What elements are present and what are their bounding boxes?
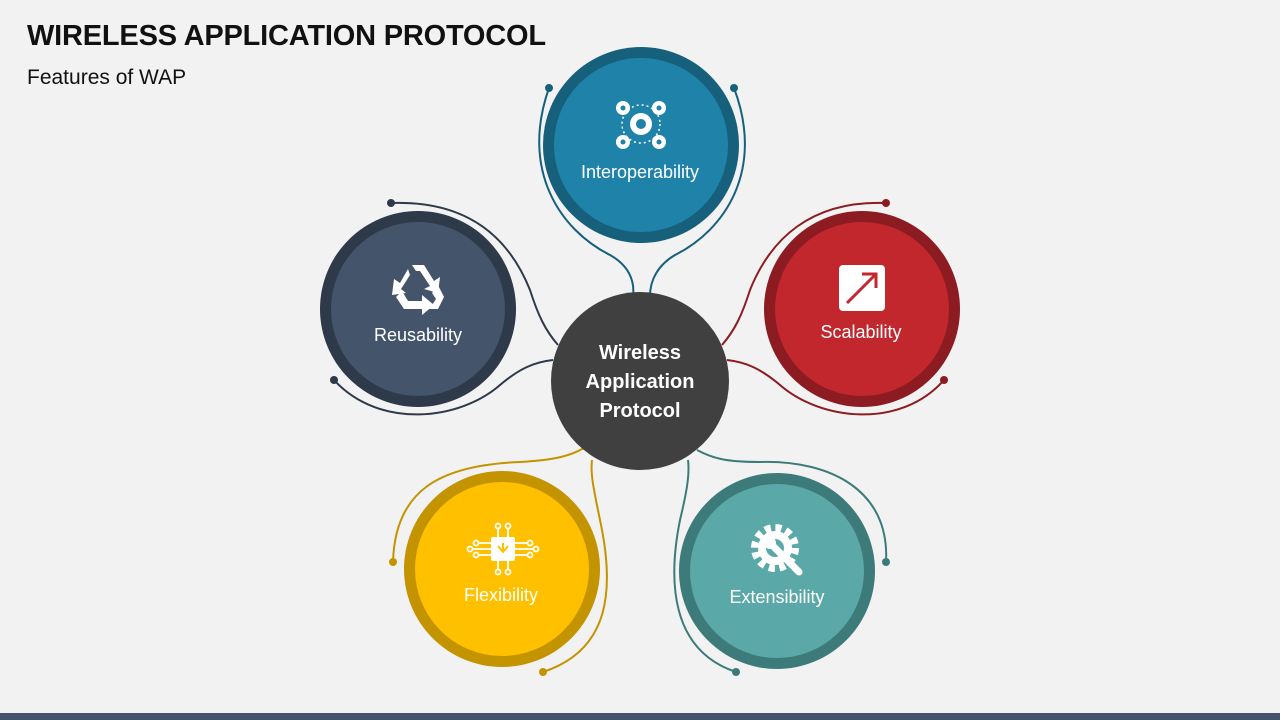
page-title: WIRELESS APPLICATION PROTOCOL — [27, 20, 546, 52]
connector-dot — [882, 558, 890, 566]
connector-dot — [387, 199, 395, 207]
connector-interoperability-right — [649, 87, 746, 297]
feature-reusability: Reusability — [320, 211, 516, 407]
page-subtitle: Features of WAP — [27, 66, 187, 89]
center-label-line-1: Wireless — [599, 342, 681, 364]
connector-scalability — [721, 201, 887, 346]
center-label-line-2: Application — [586, 371, 695, 393]
connector-extensibility — [696, 449, 888, 563]
connector-flexibility-bottom — [542, 459, 608, 673]
center-node: Wireless Application Protocol — [551, 292, 729, 470]
connector-dots — [330, 84, 948, 676]
connector-dot — [730, 84, 738, 92]
gear-wrench-icon — [751, 524, 803, 576]
chip-circuit-icon — [466, 522, 540, 576]
feature-scalability: Scalability — [764, 211, 960, 407]
connector-lines — [333, 87, 945, 673]
recycle-icon — [392, 265, 444, 315]
connector-reusability-bottom — [333, 359, 554, 416]
connector-dot — [882, 199, 890, 207]
connector-dot — [389, 558, 397, 566]
connector-dot — [545, 84, 553, 92]
connector-dot — [732, 668, 740, 676]
feature-interoperability: Interoperability — [543, 47, 739, 243]
resize-arrow-icon — [839, 265, 885, 311]
feature-label-extensibility: Extensibility — [729, 587, 824, 607]
footer-bar — [0, 713, 1280, 720]
feature-label-scalability: Scalability — [820, 322, 901, 342]
gears-network-icon — [616, 101, 666, 149]
feature-flexibility: Flexibility — [404, 471, 600, 667]
connector-dot — [539, 668, 547, 676]
connector-extensibility-bottom — [673, 459, 737, 673]
connector-dot — [330, 376, 338, 384]
feature-label-reusability: Reusability — [374, 325, 462, 345]
connector-reusability — [390, 201, 559, 346]
center-label-line-3: Protocol — [599, 400, 680, 422]
connector-dot — [940, 376, 948, 384]
feature-label-interoperability: Interoperability — [581, 162, 699, 182]
connector-interoperability — [538, 87, 635, 297]
feature-extensibility: Extensibility — [679, 473, 875, 669]
feature-label-flexibility: Flexibility — [464, 585, 538, 605]
connector-flexibility — [392, 447, 585, 563]
connector-scalability-bottom — [726, 359, 945, 416]
